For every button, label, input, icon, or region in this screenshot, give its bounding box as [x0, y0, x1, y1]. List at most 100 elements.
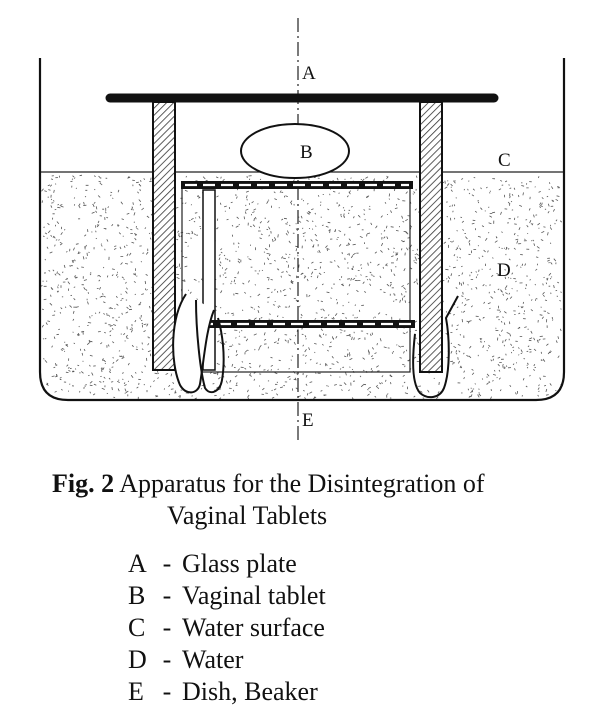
- water-speckle: [49, 184, 53, 187]
- water-speckle: [47, 320, 51, 322]
- water-speckle: [282, 316, 284, 319]
- water-speckle: [216, 340, 220, 343]
- water-speckle: [546, 277, 549, 279]
- water-speckle: [157, 377, 159, 379]
- water-speckle: [134, 293, 137, 296]
- water-speckle: [73, 197, 76, 199]
- water-speckle: [510, 200, 513, 203]
- water-speckle: [346, 244, 350, 246]
- water-speckle: [120, 201, 124, 205]
- legend-separator: -: [162, 549, 172, 578]
- water-speckle: [518, 312, 521, 315]
- water-speckle: [124, 388, 127, 392]
- water-speckle: [193, 278, 197, 281]
- water-speckle: [336, 177, 339, 181]
- water-speckle: [348, 283, 351, 287]
- water-speckle: [219, 261, 222, 264]
- water-speckle: [338, 204, 341, 206]
- water-speckle: [51, 345, 53, 348]
- water-speckle: [399, 299, 401, 303]
- water-speckle: [414, 262, 417, 264]
- water-speckle: [348, 352, 351, 355]
- water-speckle: [65, 344, 69, 347]
- water-speckle: [472, 188, 475, 191]
- water-speckle: [119, 246, 122, 250]
- water-speckle: [306, 219, 309, 222]
- water-speckle: [144, 227, 147, 229]
- water-speckle: [317, 195, 320, 197]
- water-speckle: [358, 309, 361, 312]
- water-speckle: [177, 230, 180, 233]
- water-speckle: [115, 319, 118, 322]
- water-speckle: [336, 238, 338, 241]
- water-speckle: [363, 209, 366, 211]
- water-speckle: [59, 376, 62, 379]
- water-speckle: [92, 204, 95, 208]
- water-speckle: [401, 240, 404, 242]
- water-speckle: [535, 298, 538, 300]
- water-speckle: [117, 189, 120, 193]
- water-speckle: [277, 337, 280, 342]
- water-speckle: [390, 210, 392, 213]
- water-speckle: [144, 365, 146, 368]
- water-speckle: [505, 285, 508, 289]
- water-speckle: [247, 397, 249, 400]
- water-speckle: [244, 211, 247, 215]
- water-speckle: [53, 189, 55, 193]
- water-speckle: [502, 363, 504, 367]
- water-speckle: [283, 217, 287, 220]
- water-speckle: [305, 383, 308, 386]
- water-speckle: [124, 384, 127, 386]
- water-speckle: [375, 225, 378, 229]
- water-speckle: [521, 185, 525, 187]
- water-speckle: [511, 209, 514, 211]
- water-speckle: [513, 247, 516, 250]
- water-speckle: [139, 188, 141, 192]
- water-speckle: [216, 218, 219, 221]
- water-speckle: [478, 393, 482, 397]
- water-speckle: [111, 268, 115, 270]
- water-speckle: [217, 373, 219, 376]
- water-speckle: [52, 269, 55, 272]
- water-speckle: [253, 208, 257, 211]
- water-speckle: [73, 298, 76, 301]
- water-speckle: [137, 191, 140, 194]
- water-speckle: [112, 356, 114, 359]
- water-speckle: [470, 387, 472, 389]
- water-speckle: [383, 229, 386, 232]
- water-speckle: [282, 289, 286, 292]
- water-speckle: [88, 339, 90, 342]
- water-speckle: [101, 369, 103, 373]
- water-speckle: [266, 228, 269, 231]
- water-speckle: [122, 355, 125, 358]
- water-speckle: [501, 231, 503, 233]
- water-speckle: [139, 317, 141, 320]
- water-speckle: [549, 182, 551, 185]
- water-speckle: [543, 385, 547, 387]
- water-speckle: [274, 329, 277, 333]
- water-speckle: [328, 228, 331, 232]
- water-speckle: [126, 253, 129, 257]
- water-speckle: [466, 299, 470, 301]
- water-speckle: [546, 195, 549, 198]
- water-speckle: [266, 276, 270, 279]
- water-speckle: [143, 383, 145, 386]
- water-speckle: [244, 367, 247, 370]
- water-speckle: [356, 289, 359, 293]
- water-speckle: [352, 277, 356, 281]
- water-speckle: [57, 284, 60, 286]
- water-speckle: [100, 367, 103, 370]
- water-speckle: [294, 377, 297, 381]
- water-speckle: [293, 341, 296, 345]
- water-speckle: [245, 338, 249, 342]
- water-speckle: [360, 274, 362, 276]
- water-speckle: [333, 230, 336, 232]
- water-speckle: [305, 374, 308, 378]
- water-speckle: [325, 225, 329, 228]
- water-speckle: [529, 279, 531, 281]
- water-speckle: [477, 245, 480, 247]
- water-speckle: [385, 225, 388, 229]
- water-speckle: [457, 344, 461, 346]
- water-speckle: [194, 397, 198, 400]
- water-speckle: [89, 340, 93, 343]
